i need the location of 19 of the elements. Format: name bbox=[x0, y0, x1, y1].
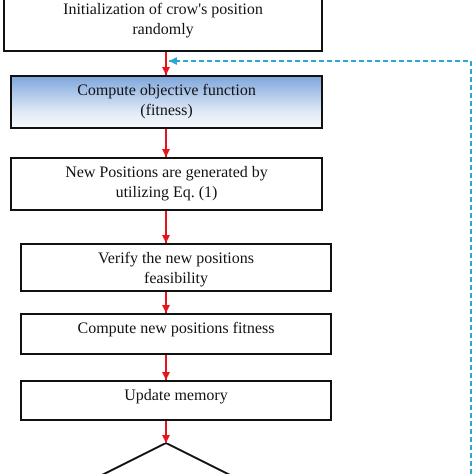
step-text: Compute new positions fitness bbox=[76, 319, 276, 339]
step-text: Verify the new positions feasibility bbox=[97, 249, 255, 289]
step-text: Update memory bbox=[123, 386, 229, 406]
process-box bbox=[20, 313, 332, 355]
arrow bbox=[162, 292, 170, 313]
arrow bbox=[162, 355, 170, 380]
arrow bbox=[162, 129, 170, 157]
step-text: New Positions are generated by utilizing Eq. (1) bbox=[64, 163, 269, 203]
dashed-arrow bbox=[169, 57, 472, 474]
process-box bbox=[3, 0, 323, 52]
step-text: Initialization of crow's position randomly bbox=[62, 0, 264, 40]
process-box bbox=[10, 157, 323, 211]
arrow bbox=[162, 421, 170, 443]
process-box bbox=[20, 243, 332, 292]
arrow bbox=[162, 52, 170, 75]
process-box bbox=[20, 380, 332, 421]
process-box bbox=[10, 75, 323, 129]
step-text: Compute objective function (fitness) bbox=[76, 81, 257, 121]
arrow bbox=[162, 211, 170, 243]
